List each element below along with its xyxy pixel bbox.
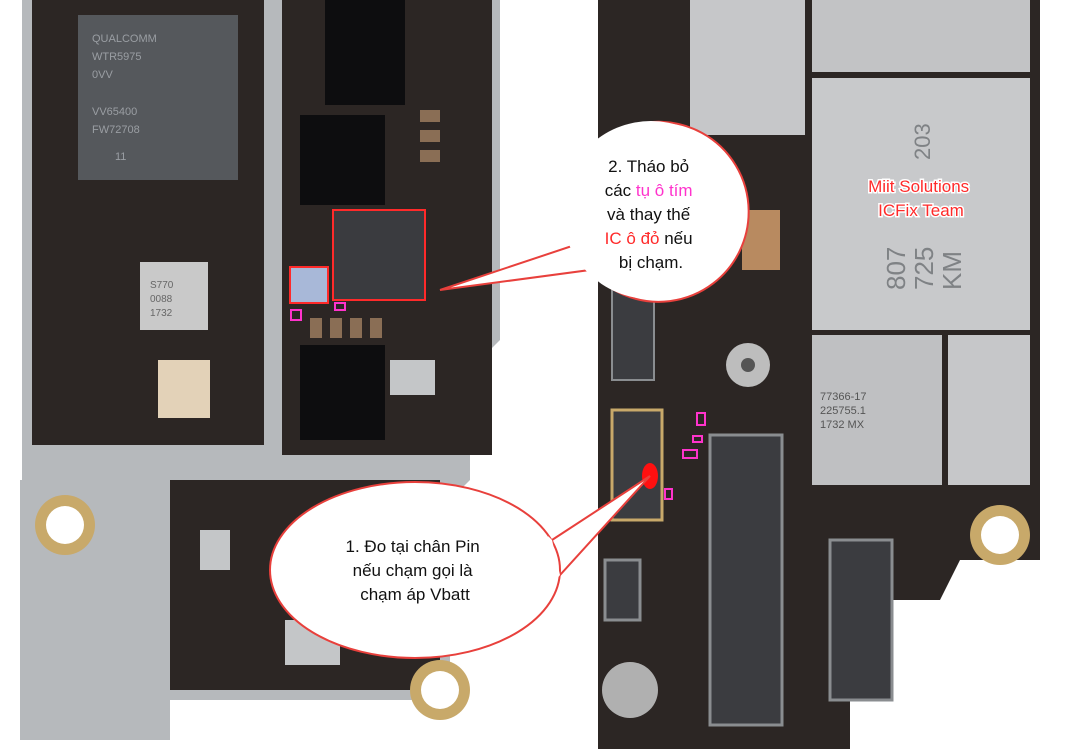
ic-chip	[333, 210, 425, 300]
watermark: Miit Solutions ICFix Team	[868, 177, 974, 220]
s770-chip	[140, 262, 208, 330]
svg-text:S770 0088 1732: S770 0088 1732	[150, 280, 176, 319]
ic-red-box	[332, 209, 426, 301]
callout-1-text: 1. Đo tại chân Pin nếu chạm gọi là chạm …	[346, 537, 485, 604]
callout-2: 2. Tháo bỏ các tụ ô tím và thay thế IC ô…	[439, 120, 750, 303]
svg-text:77366-17 225755.1: 77366-17 225755.1 1732 MX	[820, 391, 870, 431]
ic-small-red-box	[289, 266, 329, 304]
callout-1: 1. Đo tại chân Pin nếu chạm gọi là chạm …	[269, 475, 651, 659]
svg-text:203: 203	[910, 123, 935, 160]
callout-2-text: 2. Tháo bỏ các tụ ô tím và thay thế IC ô…	[605, 157, 698, 272]
qualcomm-chip	[78, 15, 238, 180]
right-board: 807 725 KM 203 77366-17 225755.1 1732 MX	[598, 0, 1040, 749]
capacitor-purple-boxes	[290, 302, 706, 500]
svg-text:807 725 KM: 807 725 KM	[881, 239, 967, 290]
pa-chip	[812, 335, 942, 485]
a11-chip	[812, 78, 1030, 330]
qualcomm-chip-label: QUALCOMM WTR5975 0VV VV65400 FW72708 11	[92, 33, 160, 163]
battery-connector	[708, 433, 784, 727]
